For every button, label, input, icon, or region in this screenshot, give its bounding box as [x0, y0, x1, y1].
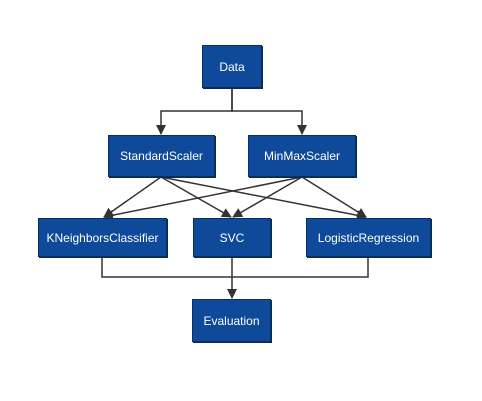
- edge-minmax-kneighbors: [103, 176, 303, 221]
- node-kneighbors-classifier: KNeighborsClassifier: [38, 218, 167, 257]
- node-minmax-scaler-label: MinMaxScaler: [263, 149, 341, 163]
- edge-standard-svc: [160, 176, 232, 218]
- edge-data-standard: [156, 88, 233, 135]
- node-svc-label: SVC: [219, 230, 245, 245]
- node-data: Data: [202, 45, 262, 88]
- node-minmax-scaler: MinMaxScaler: [248, 135, 356, 177]
- node-logistic-regression-label: LogisticRegression: [317, 230, 420, 245]
- edge-minmax-logistic: [301, 176, 367, 218]
- node-evaluation-label: Evaluation: [203, 313, 260, 328]
- node-svc: SVC: [193, 218, 271, 257]
- edge-logistic-eval: [232, 257, 369, 278]
- node-evaluation: Evaluation: [192, 299, 271, 342]
- edge-minmax-svc: [232, 176, 303, 218]
- node-standard-scaler: StandardScaler: [108, 135, 215, 177]
- node-kneighbors-classifier-label: KNeighborsClassifier: [46, 230, 159, 245]
- node-standard-scaler-label: StandardScaler: [120, 149, 203, 163]
- edge-data-minmax: [231, 88, 307, 135]
- edge-kneighbors-eval: [101, 257, 232, 278]
- node-data-label: Data: [219, 59, 245, 74]
- edge-standard-logistic: [160, 176, 367, 221]
- node-logistic-regression: LogisticRegression: [306, 218, 431, 257]
